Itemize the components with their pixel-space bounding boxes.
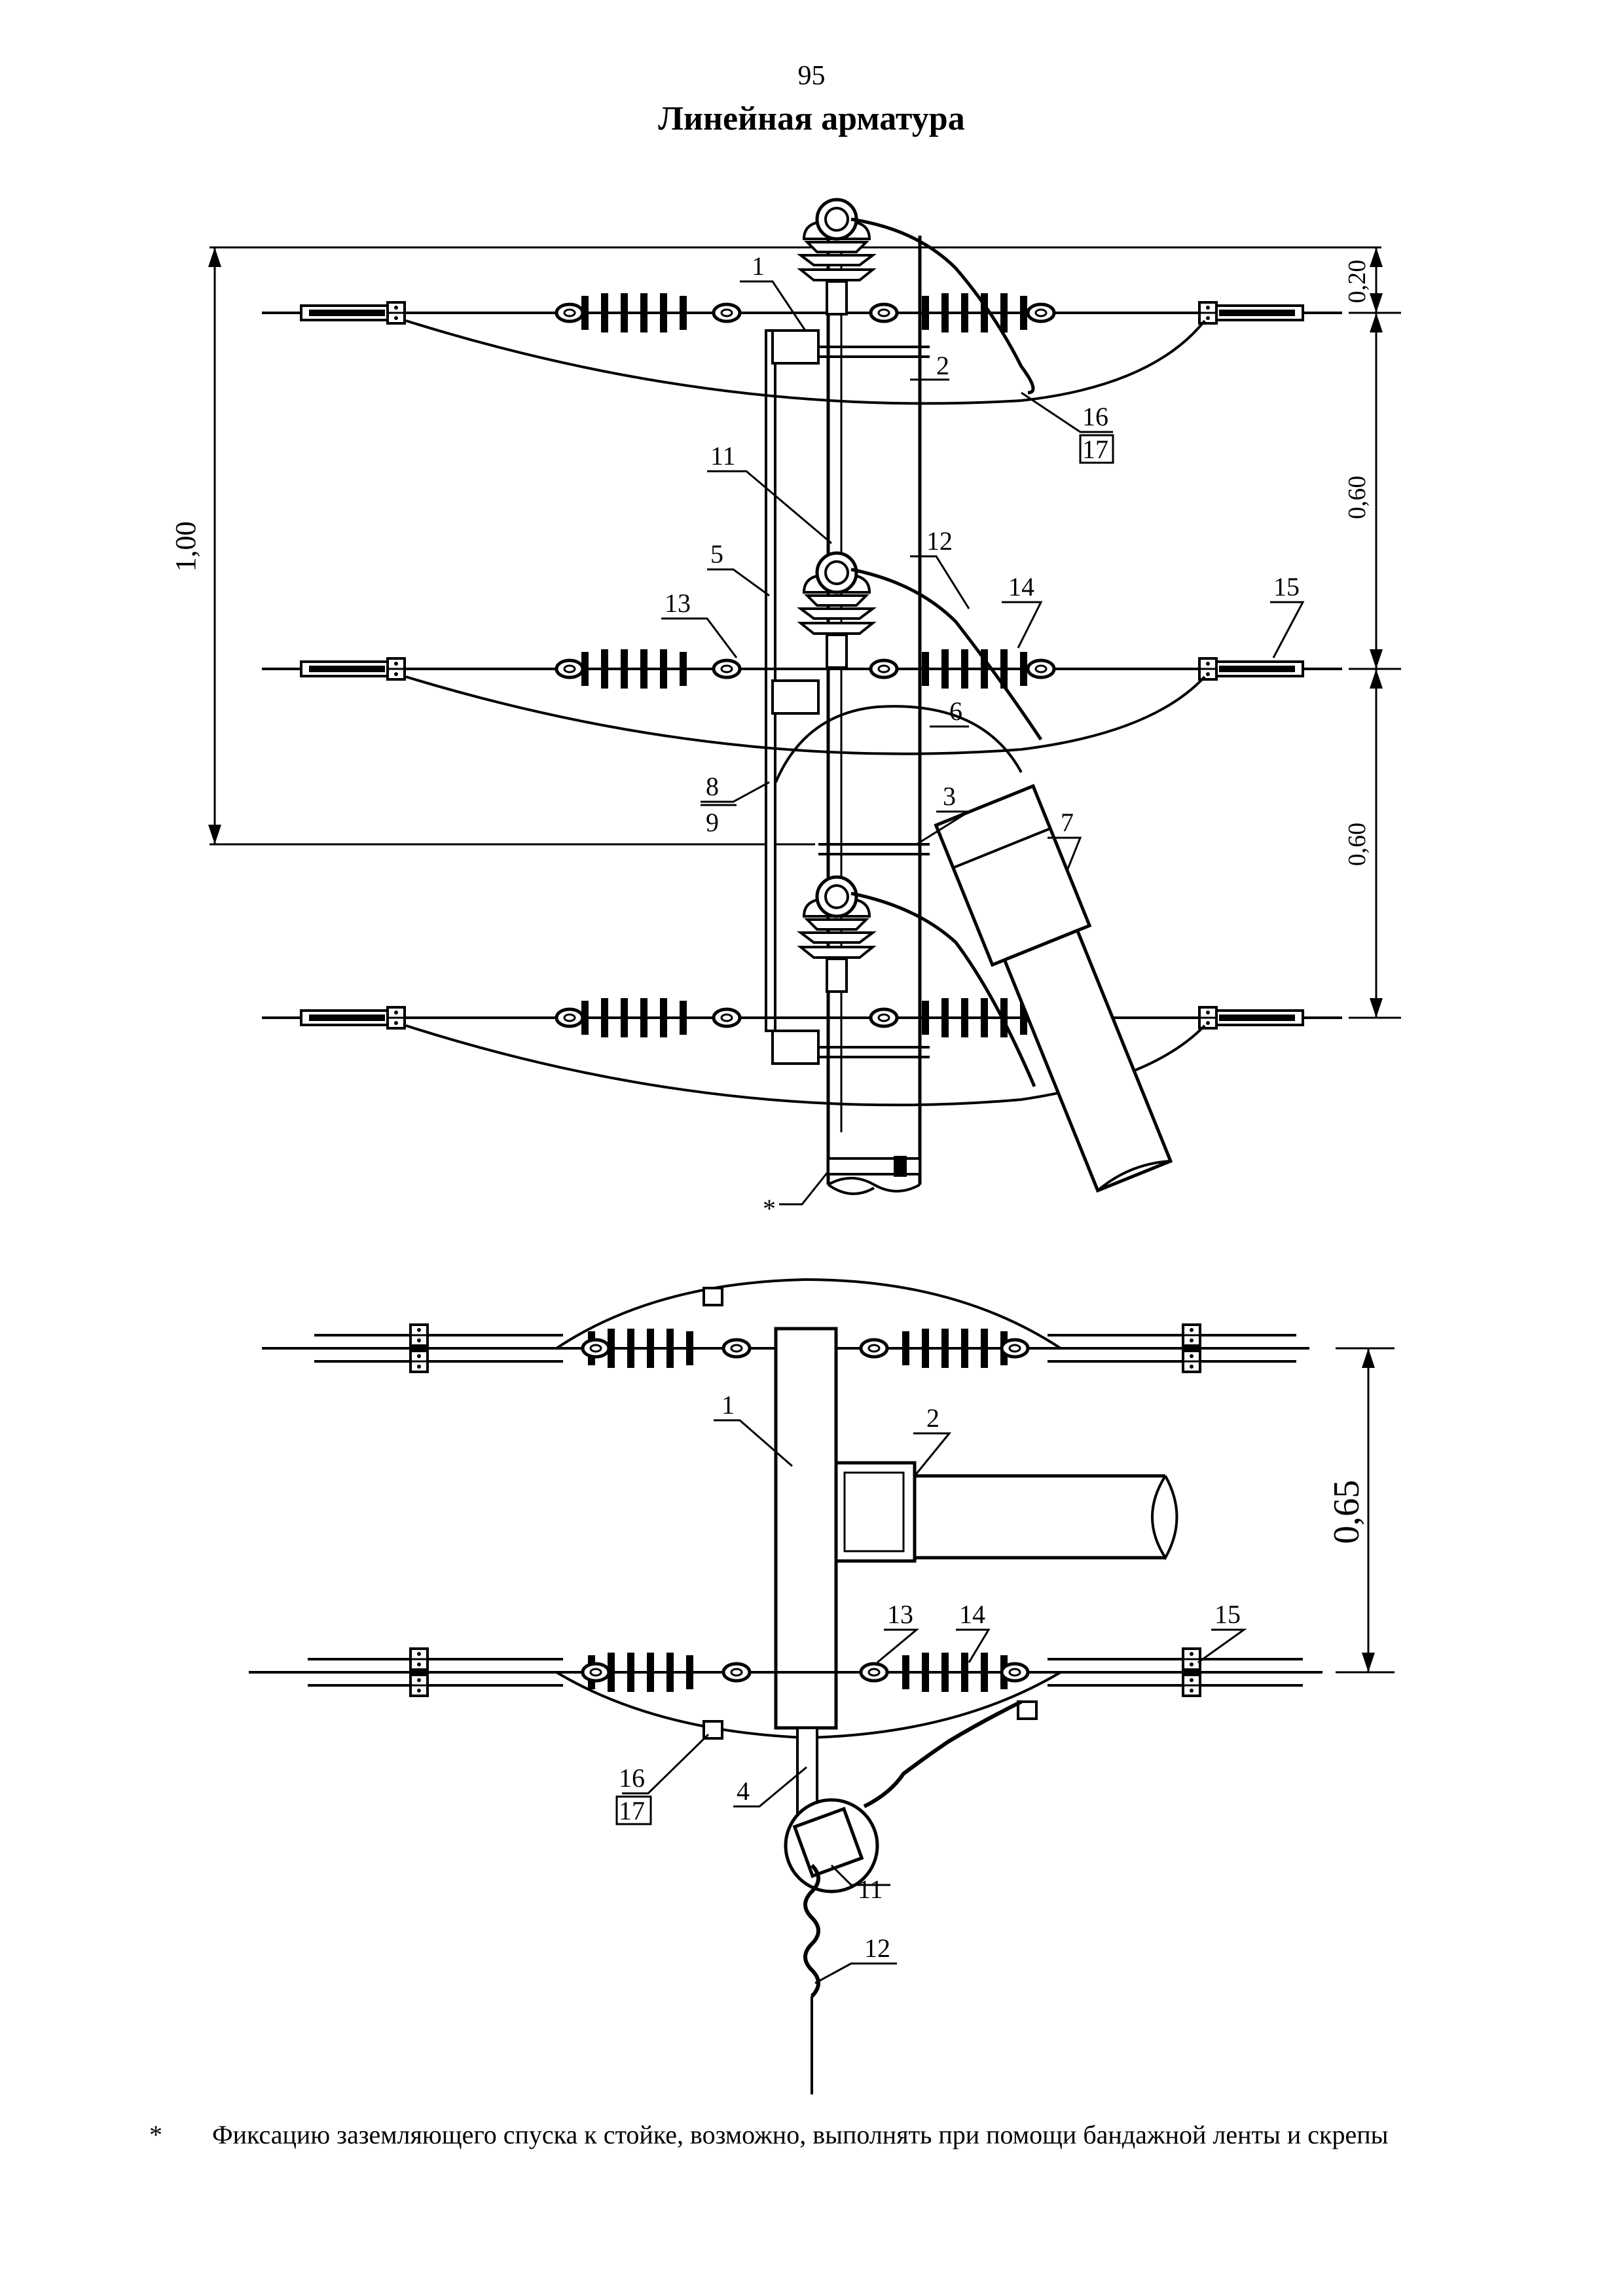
plan-view: 0,65 <box>249 1278 1395 2094</box>
callout-asterisk: * <box>763 1194 776 1223</box>
dim-0-60-upper: 0,60 <box>1343 476 1371 520</box>
callout-8: 8 <box>706 772 719 801</box>
callout-2: 2 <box>936 351 949 380</box>
plan-callout-2: 2 <box>926 1403 939 1433</box>
callout-14: 14 <box>1008 572 1034 601</box>
plan-callout-14: 14 <box>959 1600 985 1629</box>
plan-callout-1: 1 <box>721 1390 735 1420</box>
plan-callout-11: 11 <box>858 1874 883 1904</box>
callout-3: 3 <box>943 781 956 811</box>
callout-9: 9 <box>706 808 719 837</box>
callout-17: 17 <box>1082 435 1108 464</box>
callout-11: 11 <box>710 441 736 471</box>
plan-callout-13: 13 <box>887 1600 913 1629</box>
dim-0-65: 0,65 <box>1326 1480 1367 1544</box>
footnote-mark: * <box>149 2120 162 2149</box>
callout-7: 7 <box>1061 808 1074 837</box>
footnote-text: Фиксацию заземляющего спуска к стойке, в… <box>212 2120 1389 2149</box>
dim-1-00: 1,00 <box>170 522 202 572</box>
pin-insulator-upper <box>801 200 873 314</box>
footnote: * Фиксацию заземляющего спуска к стойке, … <box>149 2115 1472 2155</box>
plan-line-lower <box>249 1647 1322 1740</box>
crossarm-upper <box>262 292 1342 405</box>
plan-callout-17: 17 <box>619 1796 645 1825</box>
dim-0-20: 0,20 <box>1343 260 1371 304</box>
crossarm-plan <box>774 1327 838 1730</box>
crossarm-middle <box>262 648 1342 755</box>
elevation-view: 1,00 0,20 0,60 0,60 <box>170 200 1401 1223</box>
callout-1: 1 <box>752 251 765 281</box>
page-title: Линейная арматура <box>658 100 965 137</box>
page-number: 95 <box>797 61 826 91</box>
callout-16: 16 <box>1082 402 1108 431</box>
callout-15: 15 <box>1273 572 1300 601</box>
callout-13: 13 <box>665 588 691 618</box>
crossarm-lower <box>262 997 1342 1107</box>
dim-0-60-lower: 0,60 <box>1343 823 1371 867</box>
plan-callout-16: 16 <box>619 1763 645 1793</box>
callout-6: 6 <box>949 696 962 726</box>
callout-5: 5 <box>710 539 723 569</box>
callout-12: 12 <box>926 526 953 556</box>
surge-arrester <box>934 783 1173 1193</box>
plan-callout-12: 12 <box>864 1933 890 1963</box>
plan-callout-4: 4 <box>737 1776 750 1806</box>
plan-callout-15: 15 <box>1214 1600 1241 1629</box>
